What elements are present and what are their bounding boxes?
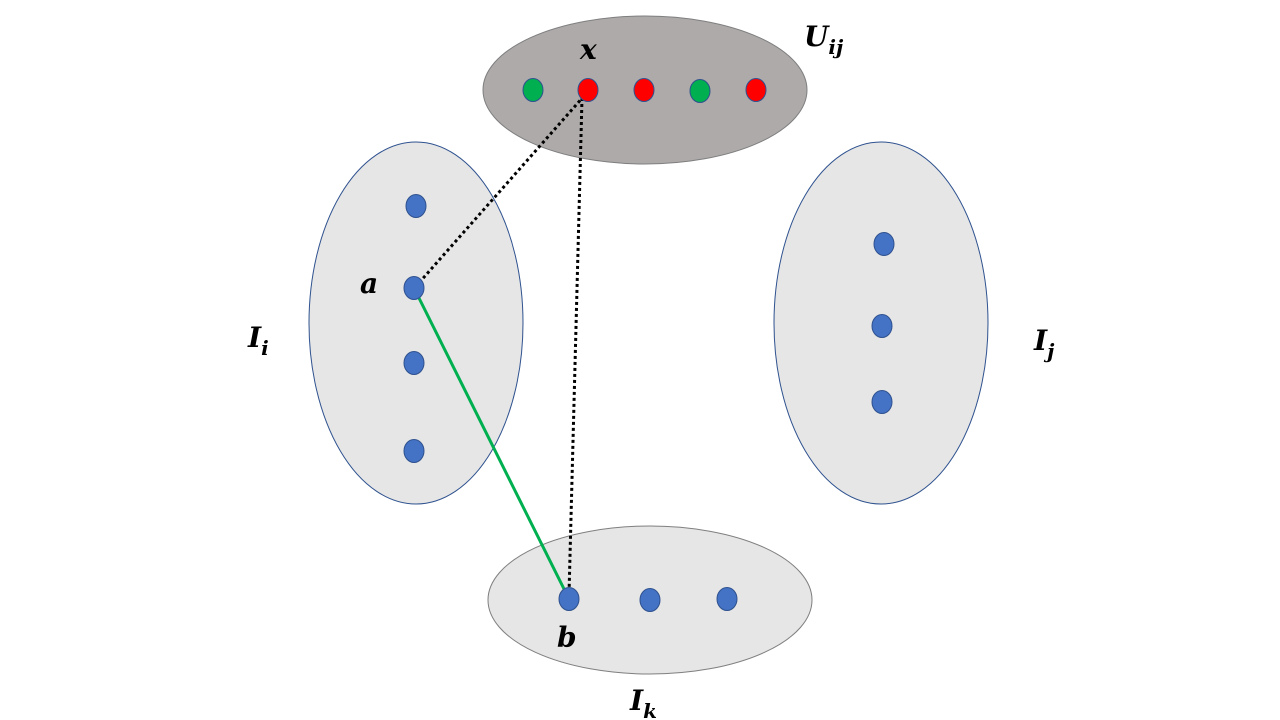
node-b-label: b <box>557 621 577 654</box>
bottom-node-2 <box>639 588 661 612</box>
right-node-3 <box>871 390 893 414</box>
left-node-4 <box>403 439 425 463</box>
node-b <box>558 587 580 611</box>
node-x-label: x <box>579 33 597 66</box>
bottom-node-3 <box>716 587 738 611</box>
right-set-label: Ij <box>1033 324 1055 363</box>
left-set-ellipse <box>308 141 524 505</box>
left-set-label: Ii <box>247 321 269 360</box>
bottom-set-label: Ik <box>629 684 657 720</box>
union-node-4 <box>689 79 711 103</box>
left-node-3 <box>403 351 425 375</box>
edge-x-b <box>567 97 584 595</box>
union-node-1 <box>522 78 544 102</box>
edge-a-b <box>412 287 571 600</box>
node-a-label: a <box>360 267 378 300</box>
node-a <box>403 276 425 300</box>
right-node-1 <box>873 232 895 256</box>
union-set-label: Uij <box>804 20 844 59</box>
right-node-2 <box>871 314 893 338</box>
union-node-3 <box>633 78 655 102</box>
union-node-5 <box>745 78 767 102</box>
node-x <box>577 78 599 102</box>
left-node-1 <box>405 194 427 218</box>
